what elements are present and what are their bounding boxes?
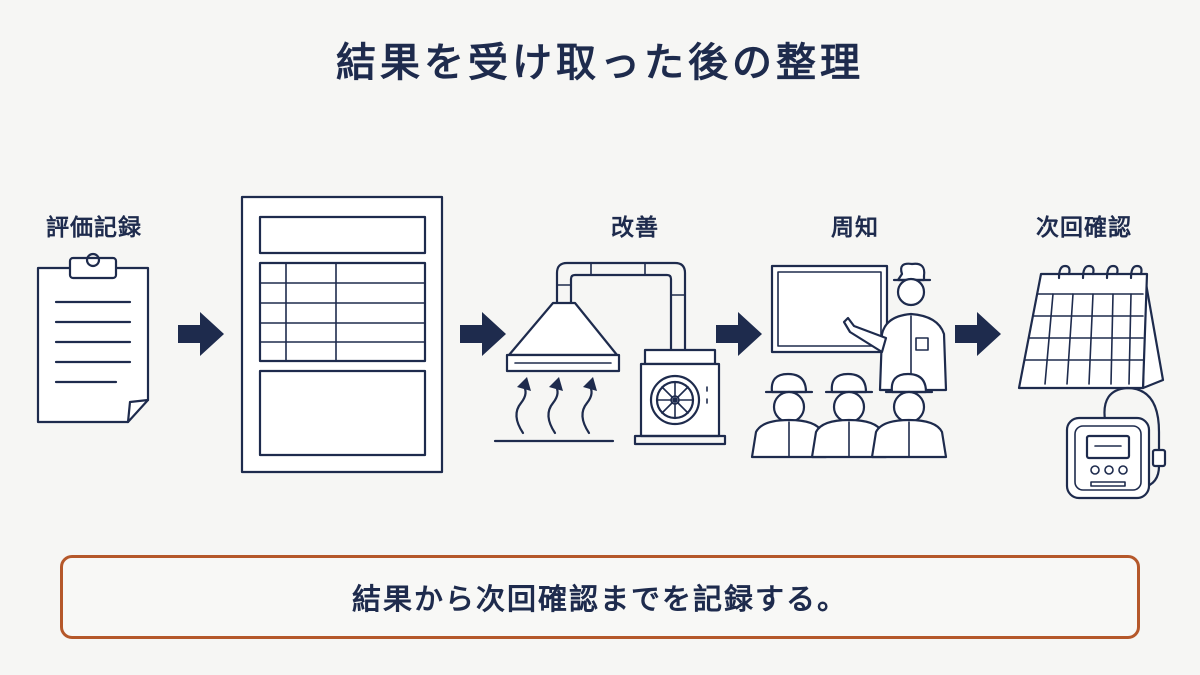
page-title: 結果を受け取った後の整理 xyxy=(336,40,864,86)
right-arrow-icon xyxy=(460,312,506,356)
step-label-announcement: 周知 xyxy=(831,215,879,241)
step-label-next-check: 次回確認 xyxy=(1036,215,1132,241)
exhaust-hood-icon xyxy=(493,261,727,446)
calendar-monitor-icon xyxy=(1017,264,1167,500)
summary-box: 結果から次回確認までを記録する。 xyxy=(60,555,1140,639)
briefing-icon xyxy=(750,262,948,459)
clipboard-icon xyxy=(36,252,150,424)
summary-text: 結果から次回確認までを記録する。 xyxy=(351,582,848,616)
step-label-improvement: 改善 xyxy=(611,215,659,241)
step-label-evaluation-record: 評価記録 xyxy=(46,215,142,241)
right-arrow-icon xyxy=(178,312,224,356)
right-arrow-icon xyxy=(716,312,762,356)
right-arrow-icon xyxy=(955,312,1001,356)
report-sheet-icon xyxy=(240,195,444,474)
